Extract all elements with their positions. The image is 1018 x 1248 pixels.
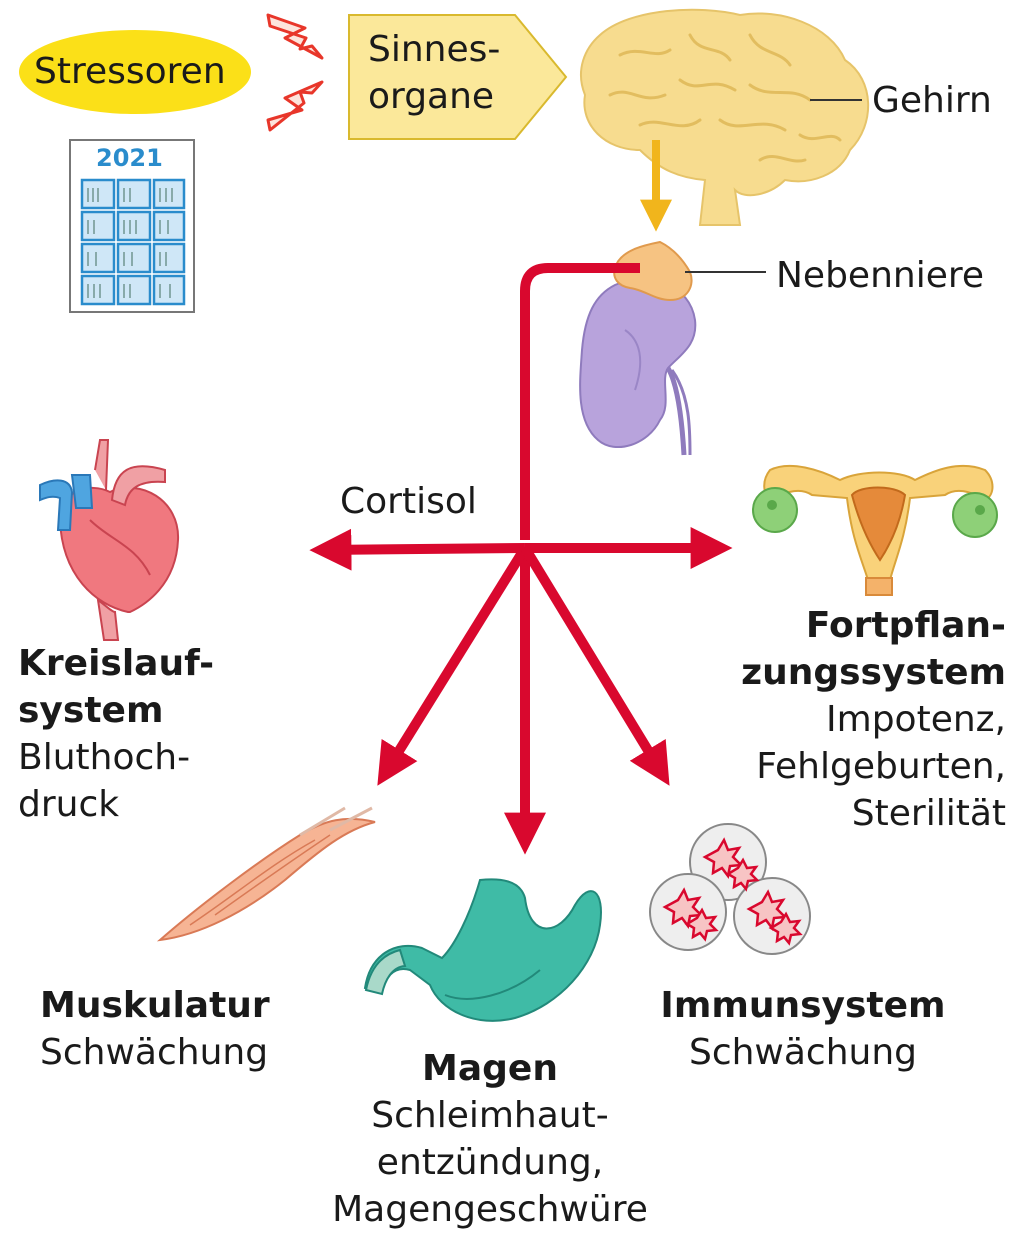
brain-label: Gehirn	[872, 77, 992, 124]
muscle-effect: Schwächung	[40, 1029, 270, 1076]
reproductive-title-2: zungssystem	[741, 649, 1006, 696]
lightning-bolt-icon	[268, 15, 322, 130]
arrow-left	[322, 548, 525, 550]
stomach-effect-2: entzündung,	[300, 1139, 680, 1186]
reproductive-effect-2: Fehlgeburten,	[741, 743, 1006, 790]
heart-icon	[40, 440, 178, 640]
kidney-icon	[580, 279, 695, 455]
reproductive-block: Fortpflan- zungssystem Impotenz, Fehlgeb…	[741, 602, 1006, 837]
calendar-year: 2021	[96, 144, 163, 172]
muscle-title: Muskulatur	[40, 982, 270, 1029]
stomach-block: Magen Schleimhaut- entzündung, Magengesc…	[300, 1045, 680, 1233]
sense-organs-label: Sinnes- organe	[368, 26, 500, 120]
stomach-icon	[365, 879, 601, 1020]
immune-effect: Schwächung	[648, 1029, 958, 1076]
arrow-down-left	[384, 548, 525, 775]
reproductive-title-1: Fortpflan-	[741, 602, 1006, 649]
reproductive-effect-1: Impotenz,	[741, 696, 1006, 743]
stomach-title: Magen	[300, 1045, 680, 1092]
circulatory-title-1: Kreislauf-	[18, 640, 214, 687]
stomach-effect-3: Magengeschwüre	[300, 1186, 680, 1233]
adrenal-label: Nebenniere	[776, 252, 984, 299]
cortisol-label: Cortisol	[340, 478, 477, 525]
immune-title: Immunsystem	[648, 982, 958, 1029]
brain-icon	[581, 10, 868, 225]
reproductive-effect-3: Sterilität	[741, 790, 1006, 837]
arrow-down-right	[525, 548, 663, 775]
stressoren-label: Stressoren	[34, 48, 226, 95]
immune-block: Immunsystem Schwächung	[648, 982, 958, 1076]
muscle-block: Muskulatur Schwächung	[40, 982, 270, 1076]
circulatory-block: Kreislauf- system Bluthoch- druck	[18, 640, 214, 828]
circulatory-effect-1: Bluthoch-	[18, 734, 214, 781]
stomach-effect-1: Schleimhaut-	[300, 1092, 680, 1139]
uterus-icon	[753, 466, 997, 595]
circulatory-effect-2: druck	[18, 781, 214, 828]
circulatory-title-2: system	[18, 687, 214, 734]
